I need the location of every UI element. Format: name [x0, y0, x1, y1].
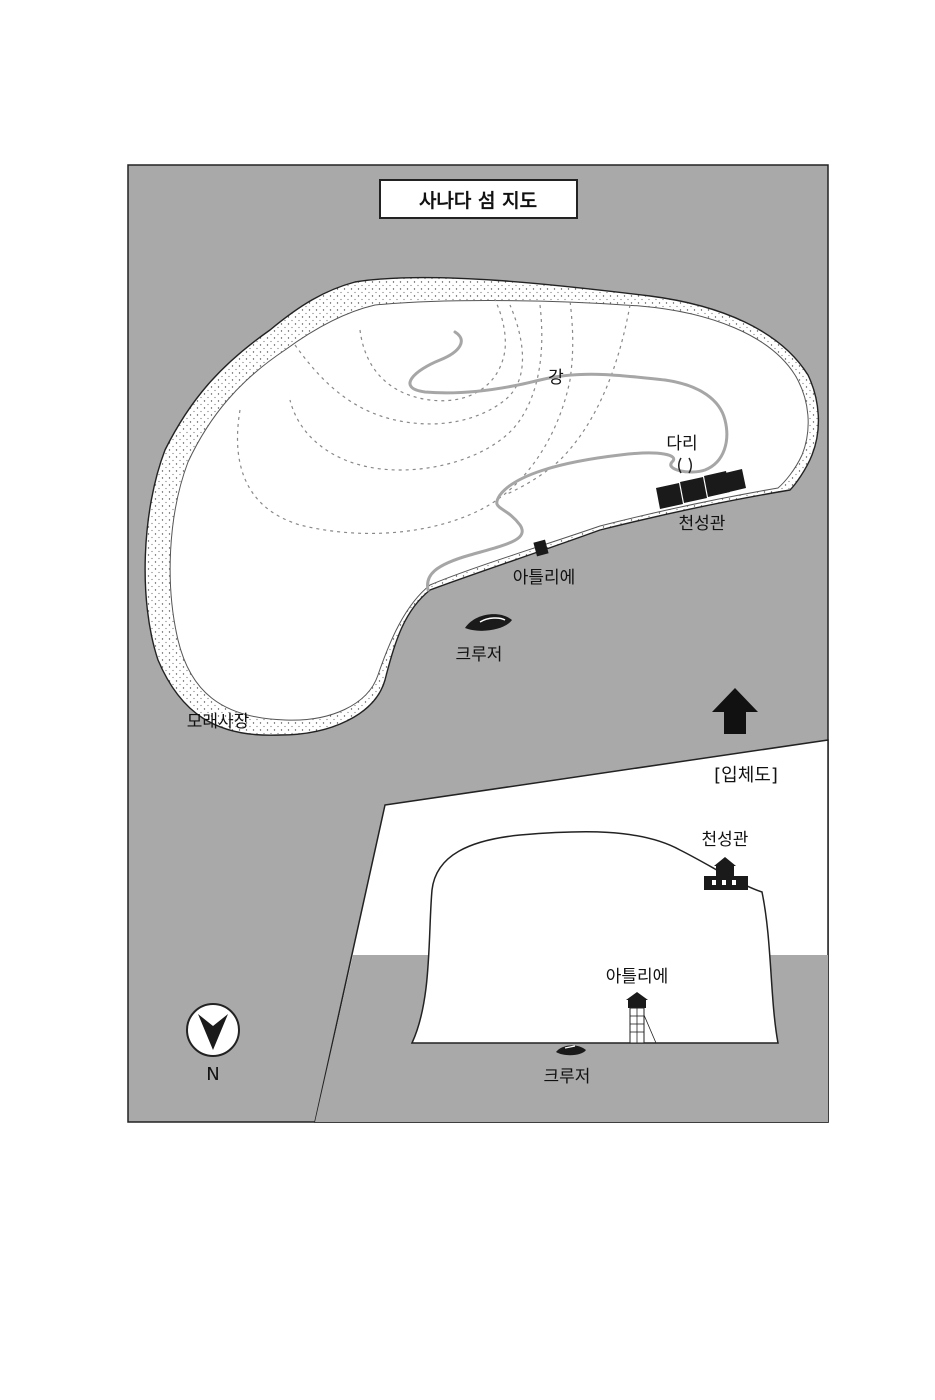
- perspective-atelier-tower: [626, 992, 657, 1044]
- cruiser-boat: [465, 614, 512, 631]
- north-arrow-icon: [712, 688, 758, 734]
- label-atelier: 아틀리에: [513, 568, 576, 588]
- map-title: 사나다 섬 지도: [419, 190, 537, 212]
- island-land: [169, 300, 809, 721]
- perspective-label-tenseikan: 천성관: [702, 830, 749, 850]
- perspective-cliff: [410, 831, 779, 1044]
- atelier-building: [533, 539, 549, 557]
- label-river: 강: [548, 368, 564, 388]
- label-cruiser: 크루저: [456, 645, 503, 665]
- label-tenseikan: 천성관: [679, 514, 726, 534]
- title-box: [379, 179, 578, 219]
- perspective-cruiser-boat: [556, 1045, 586, 1056]
- perspective-title: [입체도]: [714, 765, 778, 786]
- label-bridge: 다리: [666, 434, 697, 454]
- perspective-tenseikan-building: [704, 857, 748, 890]
- compass-letter: N: [206, 1064, 219, 1085]
- label-beach: 모래사장: [187, 712, 250, 732]
- perspective-label-cruiser: 크루저: [544, 1067, 591, 1087]
- compass-icon: [186, 1003, 240, 1057]
- bridge-mark: [678, 457, 692, 474]
- contour-lines: [236, 299, 631, 535]
- tenseikan-building: [656, 469, 746, 509]
- river: [408, 330, 729, 592]
- perspective-label-atelier: 아틀리에: [606, 967, 669, 987]
